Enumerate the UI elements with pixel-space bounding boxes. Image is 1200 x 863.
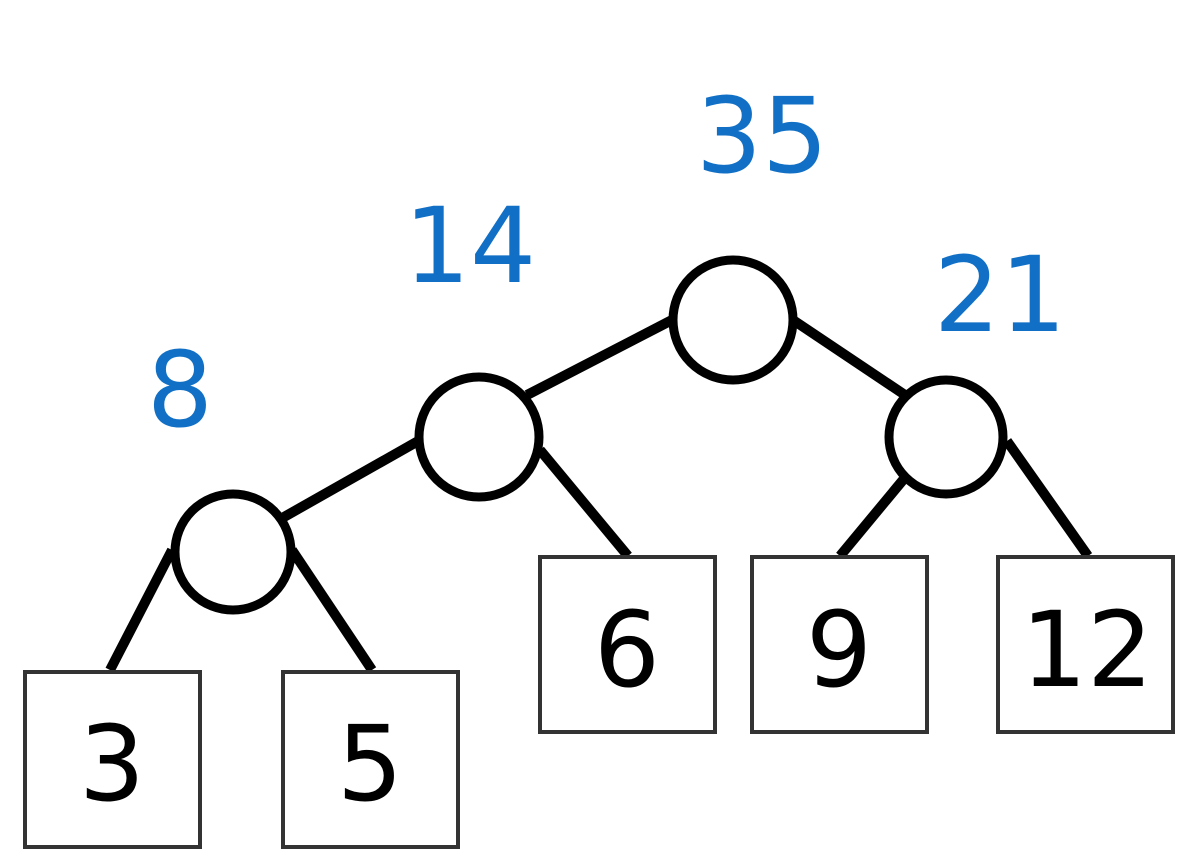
node-right <box>884 375 1008 499</box>
edge-left-leftleft <box>281 435 423 522</box>
leaf-box-6: 6 <box>538 555 717 734</box>
leaf-value: 9 <box>806 589 872 711</box>
tree-edges <box>105 315 1093 673</box>
sum-label-root: 35 <box>696 75 828 197</box>
sum-labels: 35 14 21 8 <box>147 75 1066 451</box>
leaf-box-3: 3 <box>23 670 202 849</box>
edge-leftleft-leaf5 <box>287 547 377 673</box>
leaf-nodes: 3 5 6 9 12 <box>23 555 1175 849</box>
leaf-value: 6 <box>594 589 660 711</box>
edge-right-leaf12 <box>1002 438 1093 559</box>
leaf-value: 3 <box>79 703 145 825</box>
edge-leftleft-leaf3 <box>105 547 177 673</box>
node-left <box>414 372 544 502</box>
sum-label-left-left: 8 <box>147 329 213 451</box>
sum-label-left: 14 <box>404 185 536 307</box>
edge-right-leaf9 <box>836 476 907 560</box>
leaf-box-12: 12 <box>996 555 1175 734</box>
node-root <box>668 255 798 385</box>
sum-label-right: 21 <box>934 234 1066 356</box>
node-left-left <box>170 489 296 615</box>
leaf-box-5: 5 <box>281 670 460 849</box>
leaf-value: 12 <box>1021 589 1153 711</box>
edge-root-left <box>524 315 675 400</box>
internal-nodes <box>170 255 1008 615</box>
edge-root-right <box>790 315 908 400</box>
edge-left-leaf6 <box>536 446 632 560</box>
leaf-box-9: 9 <box>750 555 929 734</box>
leaf-value: 5 <box>337 703 403 825</box>
